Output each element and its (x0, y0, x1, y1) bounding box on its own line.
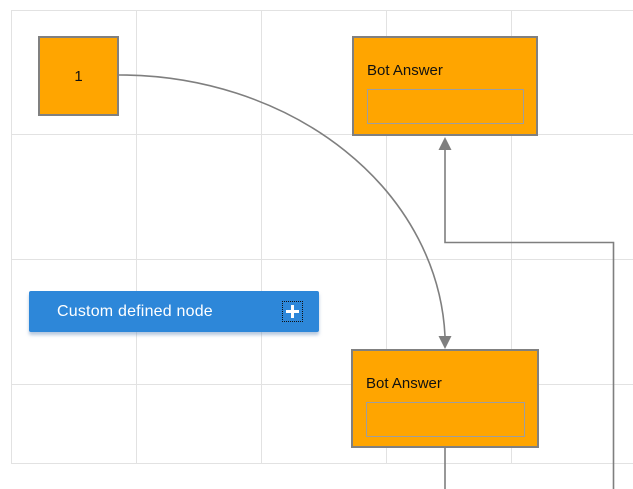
plus-icon[interactable] (282, 301, 303, 322)
arrow-up-icon (438, 137, 452, 150)
plus-icon-bar (291, 305, 294, 318)
bot-answer-node-top[interactable]: Bot Answer (352, 36, 538, 136)
edge-bottom-to-top[interactable] (438, 137, 615, 489)
edge-start-to-bottom[interactable] (118, 74, 452, 349)
bot-answer-title: Bot Answer (366, 375, 442, 392)
start-node[interactable]: 1 (38, 36, 119, 116)
bot-answer-node-bottom[interactable]: Bot Answer (351, 349, 539, 448)
start-node-label: 1 (74, 67, 83, 85)
bot-answer-title: Bot Answer (367, 62, 443, 79)
custom-node-label: Custom defined node (57, 302, 213, 320)
bot-answer-field[interactable] (367, 89, 524, 124)
arrow-down-icon (438, 336, 452, 349)
bot-answer-field[interactable] (366, 402, 525, 437)
custom-node-button[interactable]: Custom defined node (29, 291, 319, 332)
